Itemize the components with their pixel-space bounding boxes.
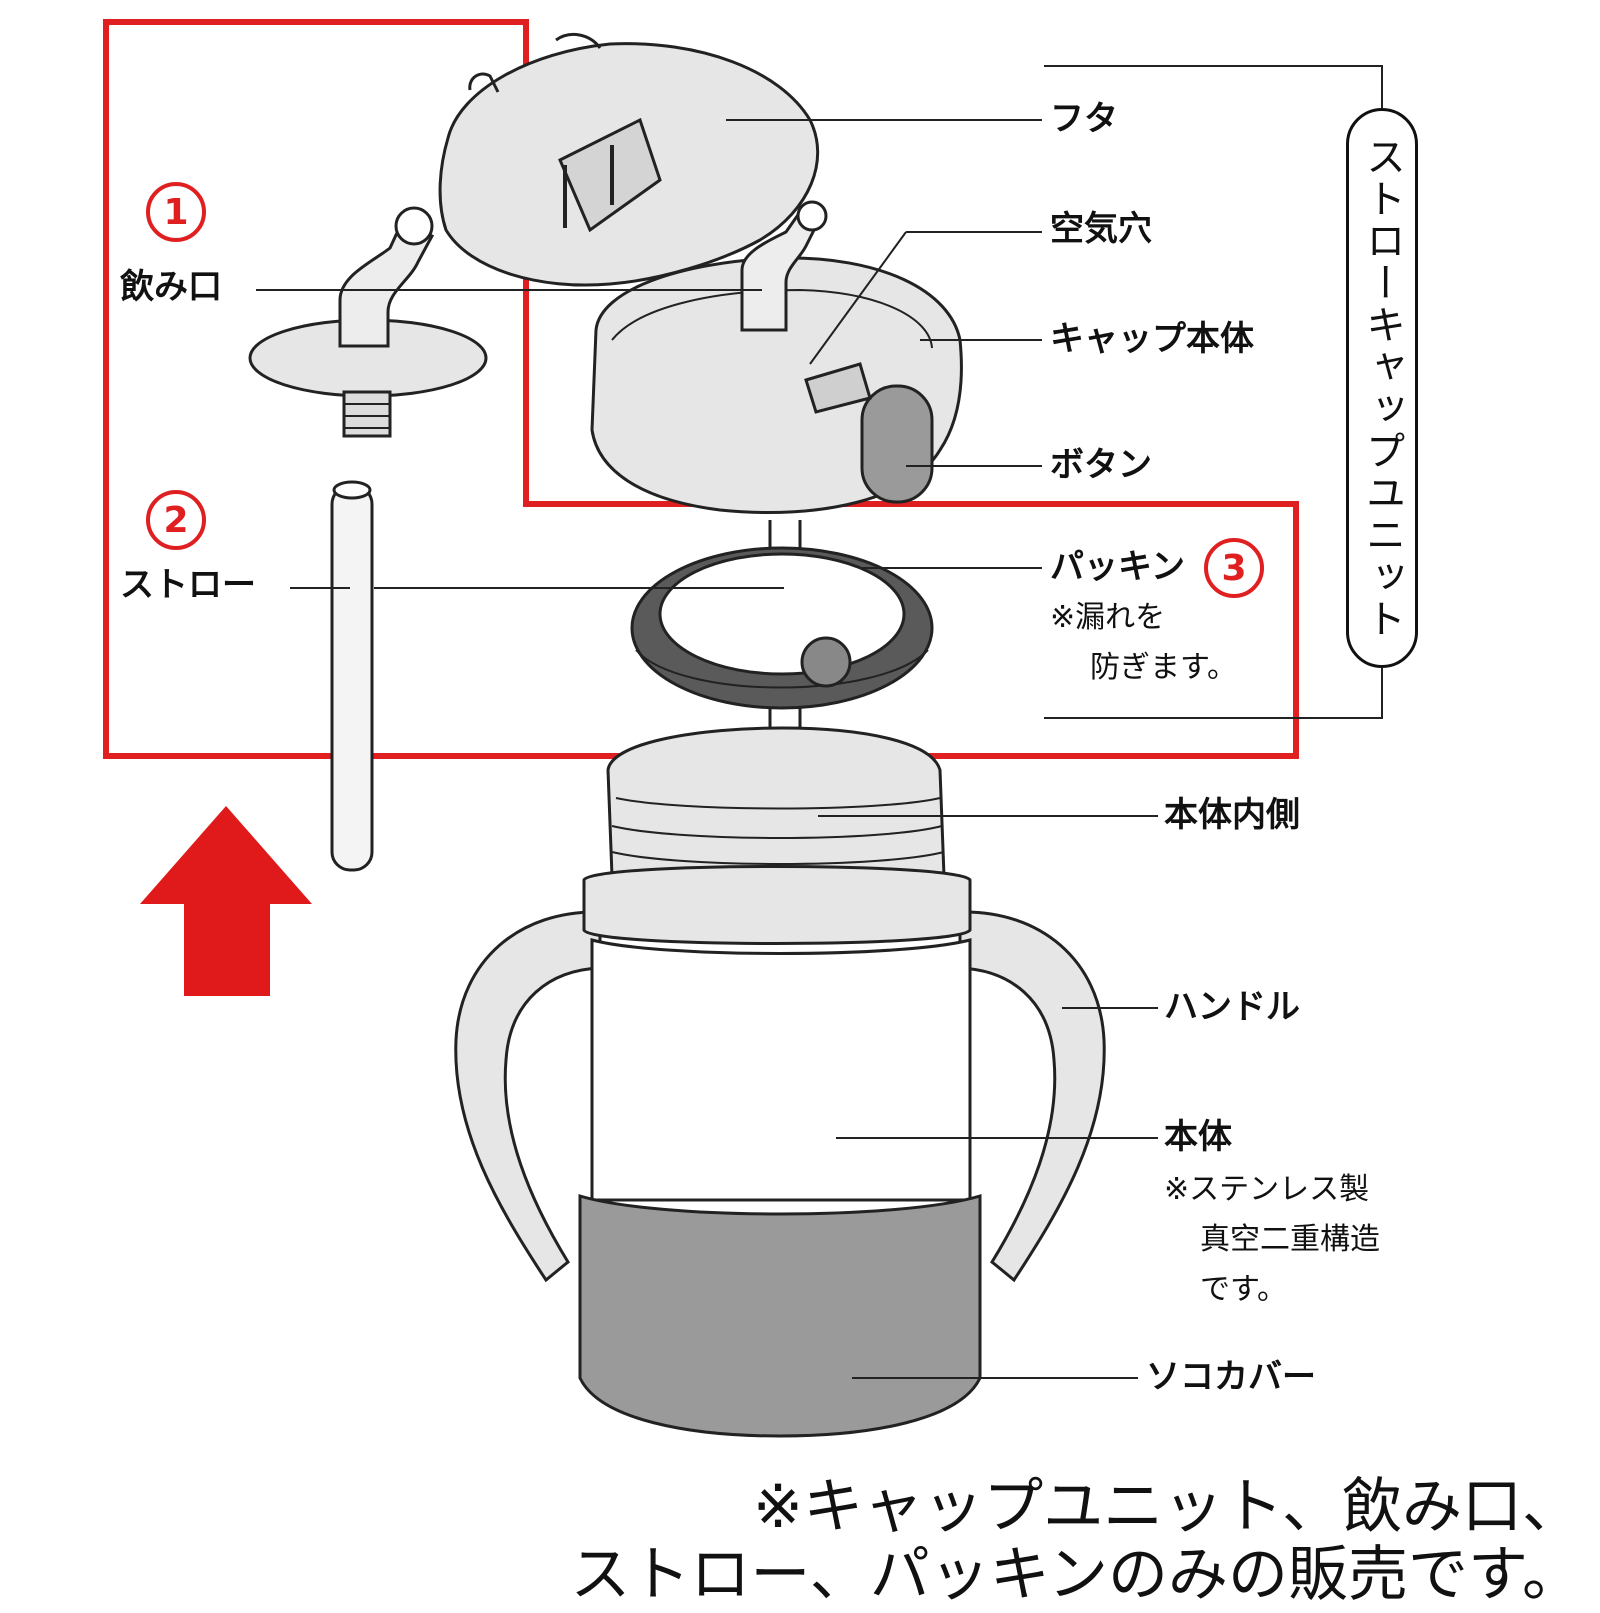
packing-note-2: 防ぎます。 xyxy=(1090,650,1237,685)
packing-part xyxy=(630,546,934,710)
label-straw: ストロー xyxy=(120,565,256,605)
handle-left xyxy=(454,910,602,1283)
badge-two: 2 xyxy=(146,490,206,550)
straw-part xyxy=(330,480,374,872)
label-bottom-cover: ソコカバー xyxy=(1146,1357,1316,1397)
body-note-3: です。 xyxy=(1200,1272,1287,1307)
handle-right xyxy=(958,910,1106,1283)
packing-note-1: ※漏れを xyxy=(1050,600,1166,635)
body-note-1: ※ステンレス製 xyxy=(1164,1172,1370,1207)
footer-line-1: ※キャップユニット、飲み口、 xyxy=(752,1472,1582,1542)
bottle-body-part xyxy=(454,726,1106,1438)
label-handle: ハンドル xyxy=(1164,987,1300,1027)
footer-line-2: ストロー、パッキンのみの販売です。 xyxy=(570,1540,1582,1610)
label-lid: フタ xyxy=(1050,99,1118,139)
body-note-2: 真空二重構造 xyxy=(1200,1222,1380,1257)
label-body-inner: 本体内側 xyxy=(1164,795,1300,835)
label-air-hole: 空気穴 xyxy=(1050,209,1152,249)
bottom-cover xyxy=(578,1193,982,1438)
up-arrow-icon xyxy=(140,806,312,996)
label-cap-body: キャップ本体 xyxy=(1050,319,1254,359)
leader-lines xyxy=(256,65,1383,1379)
lid-part xyxy=(438,32,820,287)
drinking-spout-part xyxy=(248,206,488,438)
label-drinking-spout: 飲み口 xyxy=(120,267,222,307)
label-button: ボタン xyxy=(1050,445,1152,485)
label-body: 本体 xyxy=(1164,1117,1232,1157)
label-packing: パッキン xyxy=(1050,547,1185,587)
badge-three: 3 xyxy=(1204,538,1264,598)
sale-items-outline xyxy=(103,19,1299,759)
unit-label: ストローキャップユニット xyxy=(1346,108,1418,668)
badge-one: 1 xyxy=(146,182,206,242)
cap-body-part xyxy=(590,200,963,514)
